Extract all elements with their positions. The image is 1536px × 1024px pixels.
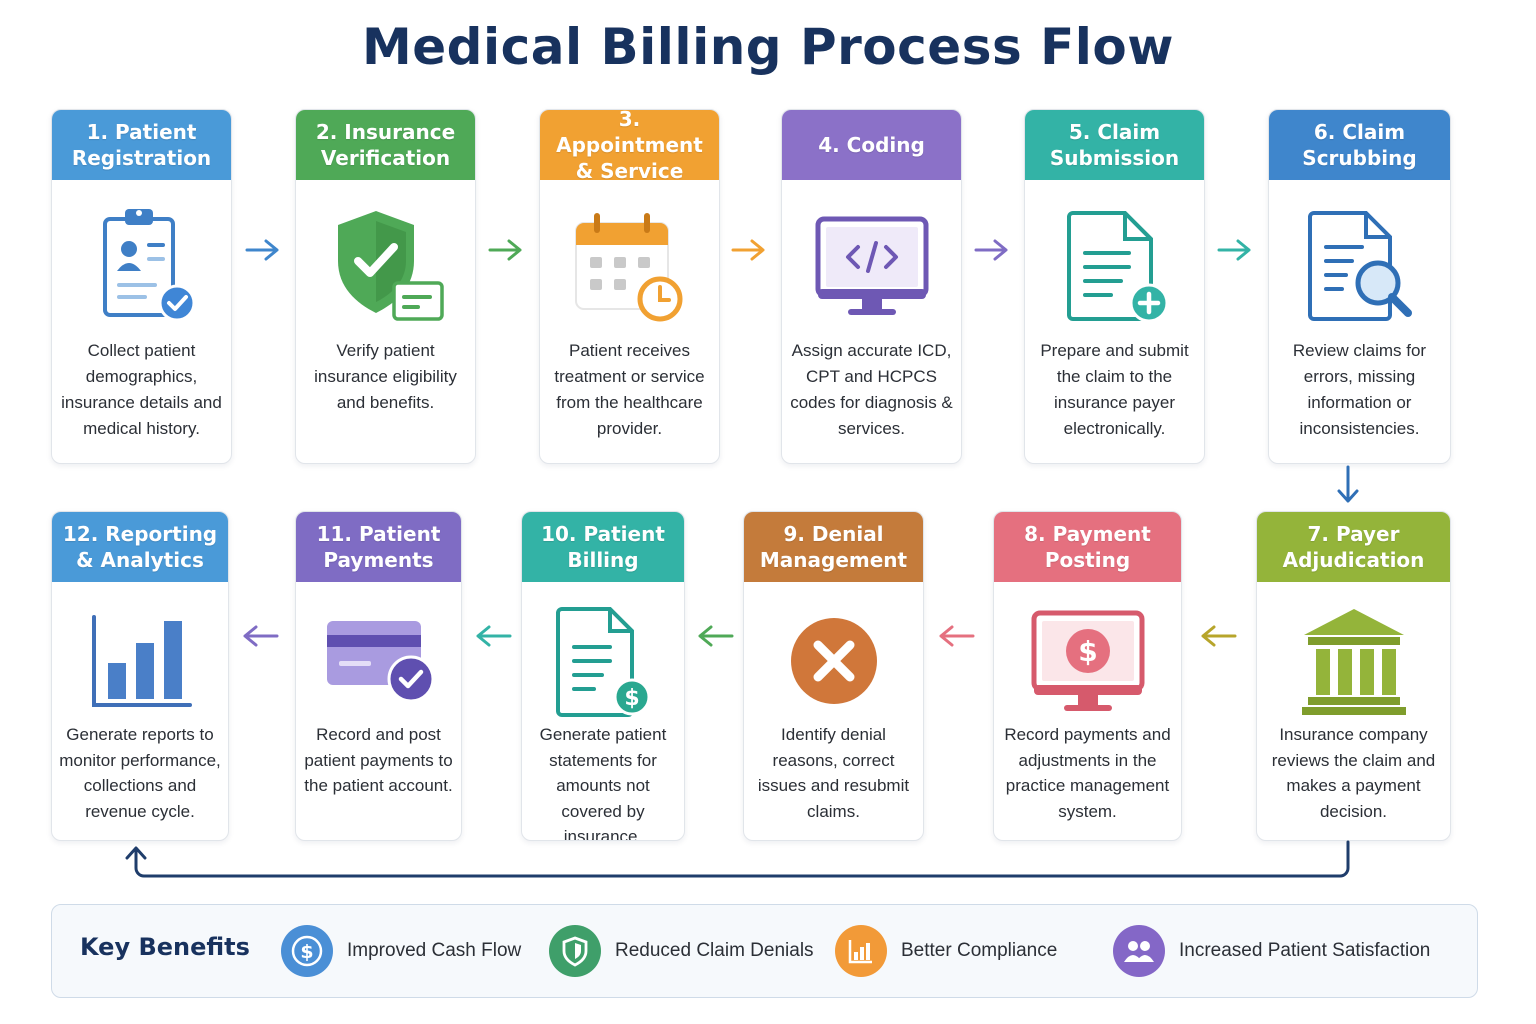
step-description: Generate patient statements for amounts … <box>539 725 667 841</box>
benefit-label: Better Compliance <box>901 940 1058 961</box>
flow-arrow-down <box>1337 465 1359 503</box>
step-header: 6. Claim Scrubbing <box>1269 110 1450 180</box>
step-card-claim-scrubbing: 6. Claim Scrubbing Review claims for err… <box>1268 109 1451 464</box>
step-description: Collect patient demographics, insurance … <box>61 341 222 438</box>
document-search-icon <box>1269 202 1450 332</box>
step-card-denial-management: 9. Denial Management Identify denial rea… <box>743 511 924 841</box>
document-dollar-icon: $ <box>522 596 684 726</box>
step-card-patient-billing: 10. Patient Billing $ Generate patient s… <box>521 511 685 841</box>
dollar-monitor-icon: $ <box>994 596 1181 726</box>
step-header: 12. Reporting & Analytics <box>52 512 228 582</box>
svg-text:$: $ <box>624 686 639 711</box>
step-card-coding: 4. Coding Assign accurate ICD, CPT and H… <box>781 109 962 464</box>
flow-arrow <box>731 239 765 261</box>
benefit-item: Increased Patient Satisfaction <box>1113 924 1430 978</box>
chart-icon <box>835 925 887 977</box>
step-description: Assign accurate ICD, CPT and HCPCS codes… <box>790 341 953 438</box>
step-card-payment-posting: 8. Payment Posting $ Record payments and… <box>993 511 1182 841</box>
step-description: Prepare and submit the claim to the insu… <box>1040 341 1189 438</box>
benefit-label: Increased Patient Satisfaction <box>1179 940 1431 961</box>
key-benefits-panel: Key Benefits $ Improved Cash Flow Reduce… <box>51 904 1478 998</box>
credit-card-check-icon <box>296 596 461 726</box>
step-card-registration: 1. Patient Registration Collect patient … <box>51 109 232 464</box>
step-header: 10. Patient Billing <box>522 512 684 582</box>
step-description: Record and post patient payments to the … <box>304 725 453 795</box>
bar-chart-icon <box>52 596 228 726</box>
step-description: Insurance company reviews the claim and … <box>1271 725 1436 821</box>
document-plus-icon <box>1025 202 1204 332</box>
users-icon <box>1113 925 1165 977</box>
page-title: Medical Billing Process Flow <box>362 18 1174 76</box>
flow-arrow <box>1217 239 1251 261</box>
flow-arrow <box>488 239 522 261</box>
step-description: Verify patient insurance eligibility and… <box>314 341 457 412</box>
shield-check-icon <box>296 202 475 332</box>
feedback-loop-arrow <box>125 840 1350 878</box>
flow-arrow <box>243 625 279 647</box>
svg-text:$: $ <box>300 941 313 963</box>
step-description: Identify denial reasons, correct issues … <box>757 725 910 821</box>
step-header: 7. Payer Adjudication <box>1257 512 1450 582</box>
benefit-label: Reduced Claim Denials <box>615 940 814 961</box>
step-card-claim-submission: 5. Claim Submission Prepare and submit t… <box>1024 109 1205 464</box>
step-header: 8. Payment Posting <box>994 512 1181 582</box>
dollar-icon: $ <box>281 925 333 977</box>
benefit-item: $ Improved Cash Flow <box>281 924 521 978</box>
step-description: Record payments and adjustments in the p… <box>1004 725 1171 821</box>
flow-arrow <box>1201 625 1237 647</box>
flow-arrow <box>476 625 512 647</box>
key-benefits-title: Key Benefits <box>80 933 250 961</box>
step-description: Patient receives treatment or service fr… <box>554 341 705 438</box>
step-header: 2. Insurance Verification <box>296 110 475 180</box>
flow-arrow <box>974 239 1008 261</box>
flow-arrow <box>245 239 279 261</box>
step-header: 3. Appointment & Service <box>540 110 719 183</box>
calendar-clock-icon <box>540 202 719 332</box>
step-card-insurance-verification: 2. Insurance Verification Verify patient… <box>295 109 476 464</box>
step-header: 9. Denial Management <box>744 512 923 582</box>
x-circle-icon <box>744 596 923 726</box>
bank-building-icon <box>1257 596 1450 726</box>
step-card-payer-adjudication: 7. Payer Adjudication Insurance company … <box>1256 511 1451 841</box>
flow-arrow <box>698 625 734 647</box>
clipboard-check-icon <box>52 202 231 332</box>
step-description: Review claims for errors, missing inform… <box>1292 341 1427 438</box>
step-description: Generate reports to monitor performance,… <box>59 725 221 821</box>
benefit-item: Better Compliance <box>835 924 1057 978</box>
step-card-appointment: 3. Appointment & Service Patient receive… <box>539 109 720 464</box>
step-card-patient-payments: 11. Patient Payments Record and post pat… <box>295 511 462 841</box>
step-header: 1. Patient Registration <box>52 110 231 180</box>
benefit-item: Reduced Claim Denials <box>549 924 814 978</box>
step-header: 4. Coding <box>782 110 961 180</box>
benefit-label: Improved Cash Flow <box>347 940 522 961</box>
code-monitor-icon <box>782 202 961 332</box>
flow-arrow <box>939 625 975 647</box>
step-header: 11. Patient Payments <box>296 512 461 582</box>
svg-text:$: $ <box>1078 635 1097 668</box>
step-header: 5. Claim Submission <box>1025 110 1204 180</box>
shield-icon <box>549 925 601 977</box>
step-card-reporting: 12. Reporting & Analytics Generate repor… <box>51 511 229 841</box>
